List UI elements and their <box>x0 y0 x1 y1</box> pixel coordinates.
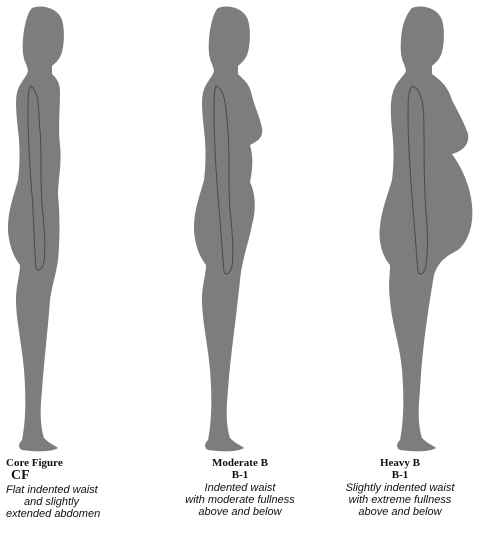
heavy-b-silhouette <box>320 0 480 455</box>
figure-caption: Core Figure CF Flat indented waist and s… <box>6 457 160 520</box>
description-line: above and below <box>160 506 320 518</box>
figure-description: Slightly indented waist with extreme ful… <box>320 482 480 518</box>
moderate-b-silhouette <box>160 0 320 455</box>
description-line: Slightly indented waist <box>320 482 480 494</box>
description-line: Flat indented waist <box>6 484 160 496</box>
figure-code: B-1 <box>160 469 320 481</box>
figure-caption: Moderate B B-1 Indented waist with moder… <box>160 457 320 518</box>
body-silhouette <box>8 7 64 452</box>
description-line: with extreme fullness <box>320 494 480 506</box>
core-figure-silhouette <box>0 0 160 455</box>
description-line: Indented waist <box>160 482 320 494</box>
figure-panel-core: Core Figure CF Flat indented waist and s… <box>0 0 160 545</box>
body-silhouette <box>379 7 472 452</box>
figure-code: B-1 <box>320 469 480 481</box>
body-silhouette <box>194 7 262 452</box>
figure-name: Moderate B <box>160 457 320 469</box>
figure-description: Indented waist with moderate fullness ab… <box>160 482 320 518</box>
description-line: above and below <box>320 506 480 518</box>
figure-panel-moderate-b: Moderate B B-1 Indented waist with moder… <box>160 0 320 545</box>
figure-code: CF <box>6 469 160 483</box>
description-line: extended abdomen <box>6 508 160 520</box>
description-line: with moderate fullness <box>160 494 320 506</box>
figure-caption: Heavy B B-1 Slightly indented waist with… <box>320 457 480 518</box>
figure-name: Heavy B <box>320 457 480 469</box>
description-line: and slightly <box>6 496 160 508</box>
figure-panel-heavy-b: Heavy B B-1 Slightly indented waist with… <box>320 0 480 545</box>
figure-description: Flat indented waist and slightly extende… <box>6 484 160 520</box>
